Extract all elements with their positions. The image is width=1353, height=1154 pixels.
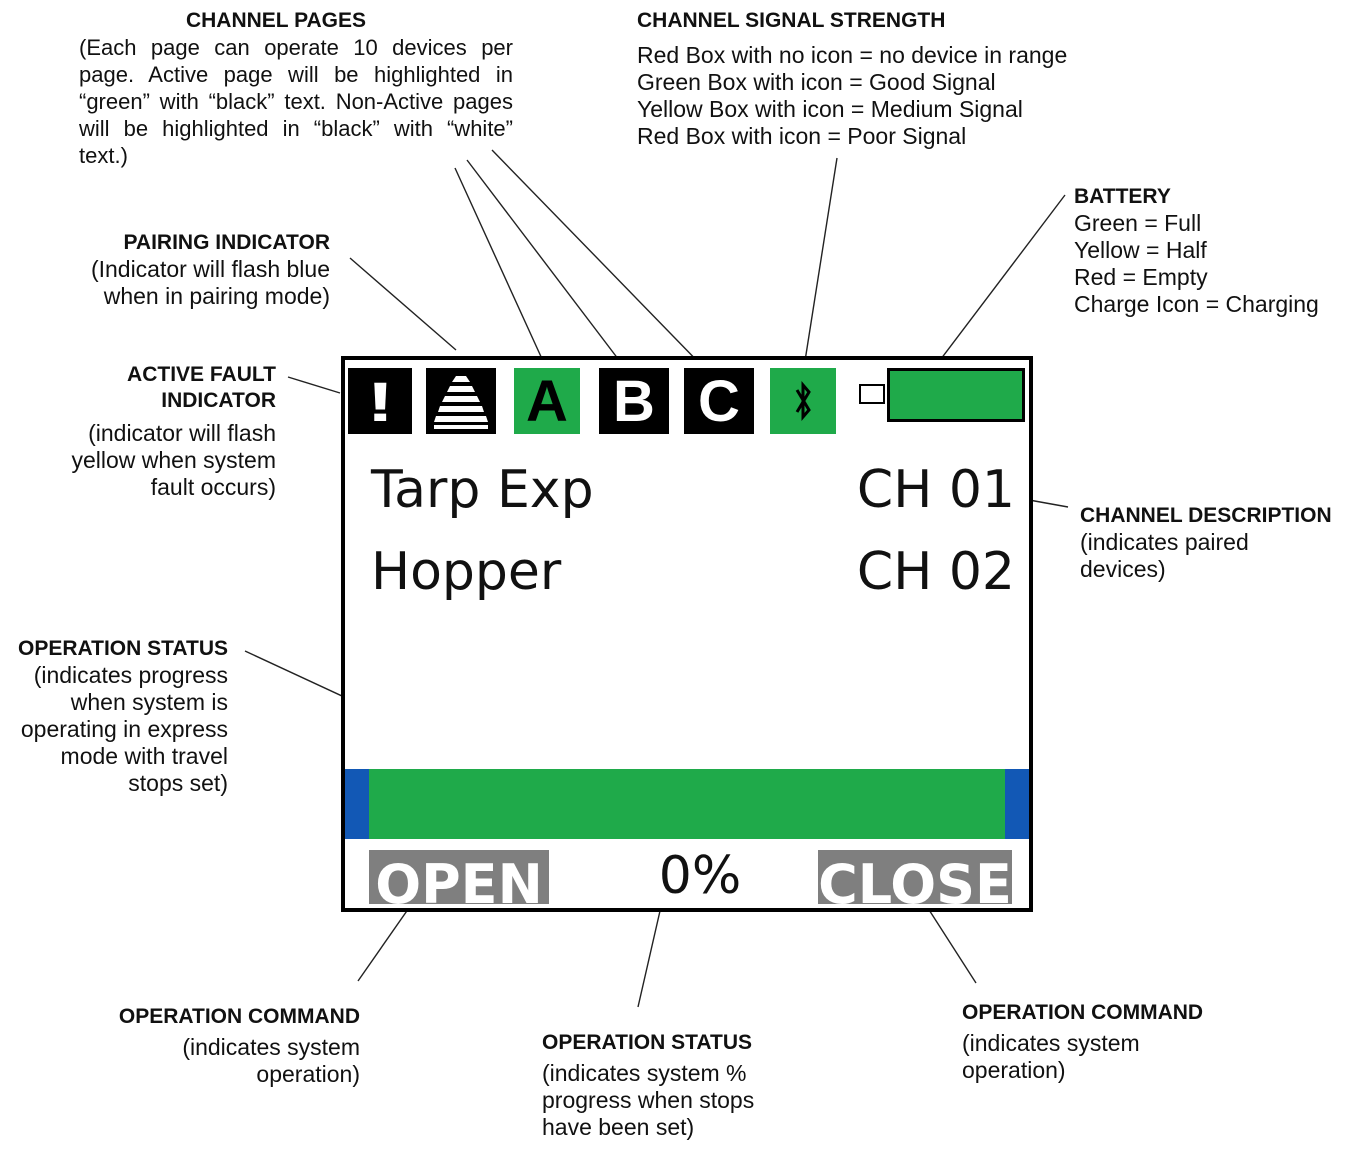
battery-note: BATTERY Green = Full Yellow = Half Red =… [1074, 184, 1344, 318]
operation-status-pct-note: OPERATION STATUS (indicates system % pro… [542, 1030, 792, 1141]
open-button-label: OPEN [375, 853, 543, 904]
channel-pages-note: CHANNEL PAGES (Each page can operate 10 … [79, 8, 513, 169]
leader-page-b [466, 159, 629, 373]
operation-status-bar-line: stops set) [128, 770, 228, 796]
fault-icon: ! [366, 369, 394, 433]
operation-progress-bar [345, 769, 1029, 839]
battery-line: Yellow = Half [1074, 237, 1207, 263]
channel-pages-title: CHANNEL PAGES [185, 9, 367, 32]
operation-status-bar-note: OPERATION STATUS (indicates progress whe… [0, 636, 228, 797]
pairing-note: PAIRING INDICATOR (Indicator will flash … [60, 230, 330, 310]
channel-name[interactable]: Hopper [371, 542, 562, 602]
fault-line: yellow when system [71, 447, 276, 473]
device-screen: ! A B C Tarp Exp CH 01 Hopper CH 02 O [341, 356, 1033, 912]
operation-status-pct-line: progress when stops [542, 1087, 755, 1113]
leader-battery [921, 194, 1066, 385]
channel-number: CH 01 [856, 460, 1015, 520]
leader-page-a [454, 167, 549, 373]
battery-line: Charge Icon = Charging [1074, 291, 1319, 317]
leader-signal [801, 157, 838, 381]
battery-indicator [859, 366, 1025, 424]
fault-line: fault occurs) [150, 474, 276, 500]
active-fault-indicator: ! [348, 368, 412, 434]
pairing-stack-icon [434, 376, 488, 429]
signal-strength-note: CHANNEL SIGNAL STRENGTH Red Box with no … [637, 8, 1107, 150]
operation-command-left-line: (indicates system [182, 1034, 360, 1060]
channel-description-note: CHANNEL DESCRIPTION (indicates paired de… [1080, 503, 1350, 583]
operation-command-right-line: operation) [962, 1057, 1066, 1083]
operation-command-right-title: OPERATION COMMAND [962, 1001, 1204, 1024]
signal-line: Green Box with icon = Good Signal [637, 69, 996, 95]
page-tab-a-label: A [526, 368, 568, 434]
signal-strength-title: CHANNEL SIGNAL STRENGTH [637, 9, 946, 32]
page-tab-a[interactable]: A [514, 368, 580, 434]
battery-body [887, 368, 1025, 422]
fault-title-line: ACTIVE FAULT [127, 363, 276, 386]
operation-status-bar-line: when system is [70, 689, 228, 715]
channel-description-title: CHANNEL DESCRIPTION [1080, 504, 1332, 527]
leader-fault [287, 376, 341, 394]
channel-signal-strength [770, 368, 836, 434]
fault-title-line: INDICATOR [161, 389, 276, 412]
pairing-line: when in pairing mode) [103, 283, 330, 309]
operation-command-right-note: OPERATION COMMAND (indicates system oper… [962, 1000, 1242, 1084]
battery-line: Red = Empty [1074, 264, 1208, 290]
channel-name[interactable]: Tarp Exp [371, 460, 594, 520]
pairing-title: PAIRING INDICATOR [123, 231, 330, 254]
page-tab-c-label: C [698, 368, 740, 434]
pairing-indicator [426, 368, 496, 434]
operation-command-left-title: OPERATION COMMAND [118, 1005, 360, 1028]
open-button[interactable]: OPEN [369, 850, 549, 904]
operation-command-left-note: OPERATION COMMAND (indicates system oper… [100, 1004, 360, 1088]
operation-status-bar-title: OPERATION STATUS [18, 637, 228, 660]
channel-number: CH 02 [856, 542, 1015, 602]
leader-pairing [349, 257, 457, 351]
leader-page-c [491, 149, 709, 373]
battery-title: BATTERY [1074, 185, 1171, 208]
operation-status-bar-line: (indicates progress [33, 662, 228, 688]
operation-status-bar-line: mode with travel [60, 743, 228, 769]
signal-line: Red Box with icon = Poor Signal [637, 123, 967, 149]
channel-description-line: (indicates paired [1080, 529, 1249, 555]
signal-line: Yellow Box with icon = Medium Signal [637, 96, 1023, 122]
operation-status-bar-line: operating in express [20, 716, 228, 742]
operation-status-pct-title: OPERATION STATUS [542, 1031, 752, 1054]
channel-pages-body: (Each page can operate 10 devices per pa… [79, 35, 513, 168]
battery-terminal [859, 384, 885, 404]
operation-status-pct-line: have been set) [542, 1114, 695, 1140]
channel-description-line: devices) [1080, 556, 1166, 582]
operation-command-right-line: (indicates system [962, 1030, 1140, 1056]
battery-line: Green = Full [1074, 210, 1202, 236]
close-button-label: CLOSE [818, 853, 1012, 904]
operation-command-left-line: operation) [256, 1061, 360, 1087]
fault-line: (indicator will flash [88, 420, 276, 446]
page-tab-c[interactable]: C [684, 368, 754, 434]
progress-bar-fill [369, 769, 1005, 839]
signal-line: Red Box with no icon = no device in rang… [637, 42, 1068, 68]
page-tab-b-label: B [613, 368, 655, 434]
bluetooth-icon [795, 380, 811, 422]
close-button[interactable]: CLOSE [818, 850, 1012, 904]
page-tab-b[interactable]: B [599, 368, 669, 434]
fault-note: ACTIVE FAULT INDICATOR (indicator will f… [40, 362, 276, 501]
operation-status-pct-line: (indicates system % [542, 1060, 747, 1086]
progress-percent: 0% [658, 846, 742, 906]
pairing-line: (Indicator will flash blue [90, 256, 330, 282]
